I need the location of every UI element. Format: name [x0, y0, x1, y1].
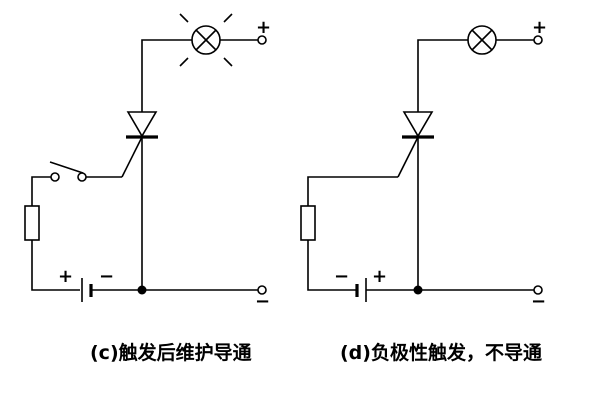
battery-d-icon: [355, 278, 367, 302]
wire-d-gate: [307, 176, 398, 206]
battery-d-right-sign: +: [372, 266, 387, 287]
terminal-c-bottom-sign: −: [255, 291, 270, 312]
terminal-c-top: [257, 35, 267, 45]
switch-c-icon: [49, 161, 87, 182]
caption-c: (c)触发后维护导通: [90, 342, 252, 364]
lamp-glow-rays: [179, 13, 233, 67]
terminal-d-bottom-sign: −: [531, 291, 546, 312]
lamp-c-icon: [191, 25, 221, 55]
circuit-d: + − + −: [300, 17, 547, 312]
resistor-d-icon: [300, 205, 316, 241]
wire-d-top: [417, 39, 468, 112]
thyristor-d-icon: [397, 111, 434, 178]
terminal-d-bottom: [533, 285, 543, 295]
thyristor-c-icon: [121, 111, 158, 178]
wire-c-left-lower: [31, 240, 80, 291]
wire-c-left-upper: [31, 176, 51, 206]
circuit-c: + + − −: [24, 13, 271, 312]
terminal-c-top-sign: +: [256, 17, 271, 38]
lamp-d-icon: [467, 25, 497, 55]
wire-d-left-lower: [307, 240, 356, 291]
battery-c-left-sign: +: [58, 266, 73, 287]
terminal-d-top: [533, 35, 543, 45]
resistor-c-icon: [24, 205, 40, 241]
battery-c-right-sign: −: [99, 266, 114, 287]
wire-c-top: [141, 39, 192, 112]
battery-d-left-sign: −: [334, 266, 349, 287]
terminal-c-bottom: [257, 285, 267, 295]
caption-d: (d)负极性触发，不导通: [340, 342, 542, 364]
terminal-d-top-sign: +: [532, 17, 547, 38]
battery-c-icon: [81, 278, 93, 302]
